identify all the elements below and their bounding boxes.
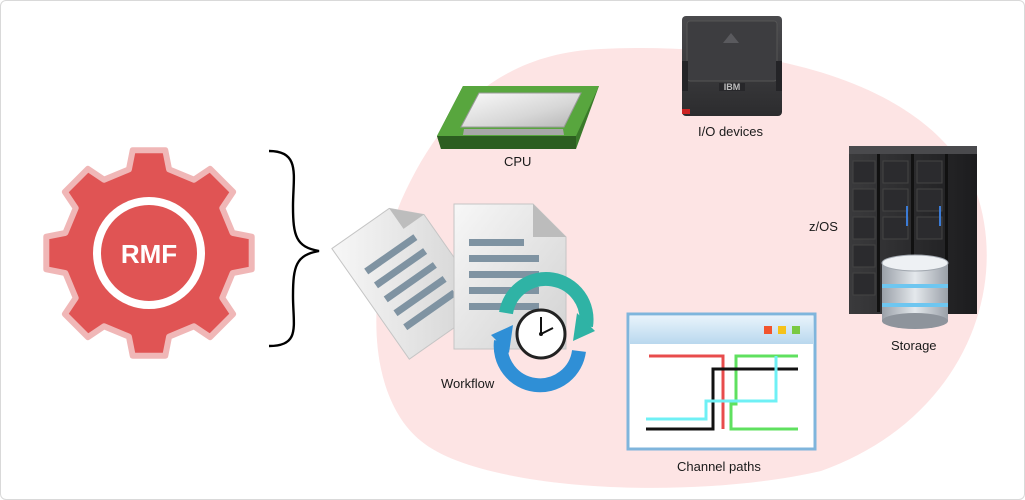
channel-line-green <box>729 354 798 431</box>
channel-paths-label: Channel paths <box>677 459 761 474</box>
cpu-chip-icon <box>437 86 599 149</box>
mainframe-server-icon <box>849 146 977 314</box>
rmf-gear-icon: RMF <box>43 147 255 359</box>
channel-line-red <box>649 354 725 429</box>
documents-clock-icon <box>331 203 595 393</box>
sync-clock-icon <box>491 271 595 393</box>
cpu-label: CPU <box>504 154 532 169</box>
tape-cartridge-icon: IBM <box>682 16 782 116</box>
workflow-label: Workflow <box>441 376 495 391</box>
channel-line-black <box>646 367 798 431</box>
tape-brand-label: IBM <box>724 82 741 92</box>
curly-brace <box>268 149 320 348</box>
channel-line-cyan <box>646 356 778 421</box>
io-devices-label: I/O devices <box>698 124 764 139</box>
zos-label: z/OS <box>809 219 838 234</box>
channel-window-icon <box>626 312 817 451</box>
gear-ring <box>93 197 205 309</box>
database-icon <box>881 254 949 329</box>
center-label: RMF <box>121 239 177 269</box>
storage-label: Storage <box>891 338 937 353</box>
gear-shape <box>43 147 255 359</box>
